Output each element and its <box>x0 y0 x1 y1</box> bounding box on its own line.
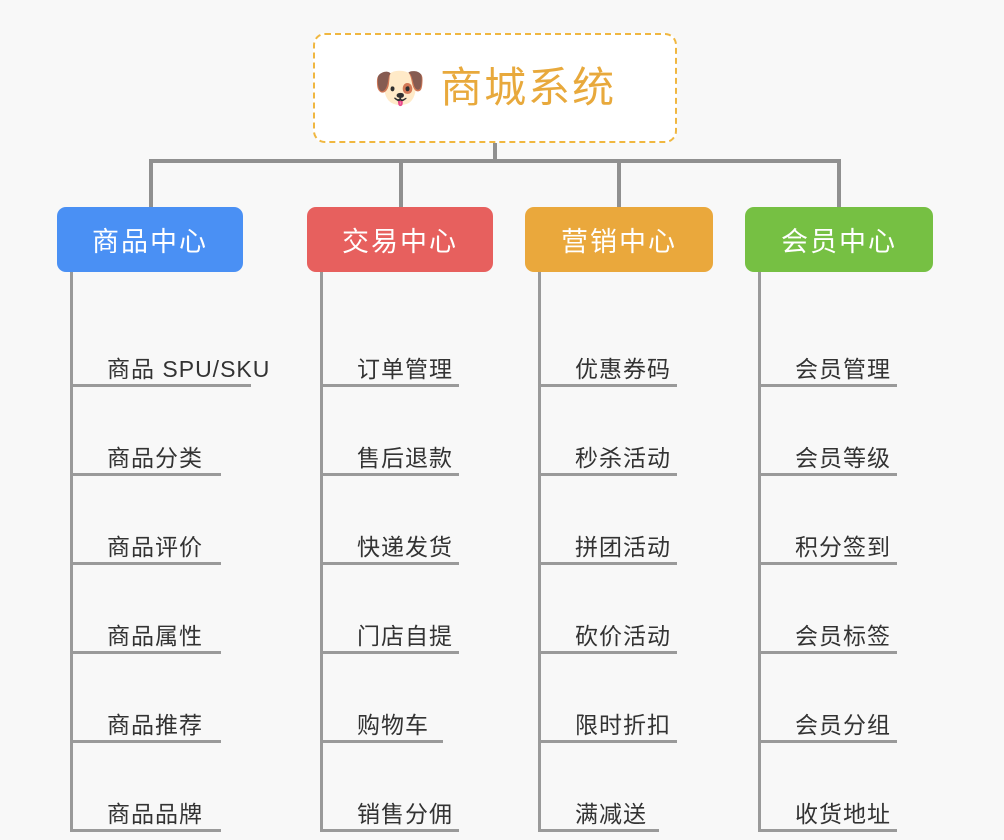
leaf-label: 砍价活动 <box>575 623 671 649</box>
leaf-label: 收货地址 <box>795 801 891 827</box>
leaf-underline <box>761 473 897 476</box>
leaf-underline <box>541 562 677 565</box>
connector-horizontal-bus <box>149 159 841 163</box>
leaf-item[interactable]: 商品分类 <box>73 387 287 476</box>
category-node-4[interactable]: 会员中心 <box>745 207 933 272</box>
leaf-underline <box>541 829 659 832</box>
leaf-list-2: 订单管理售后退款快递发货门店自提购物车销售分佣 <box>320 272 507 832</box>
leaf-underline <box>541 740 677 743</box>
category-node-3[interactable]: 营销中心 <box>525 207 713 272</box>
root-title: 商城系统 <box>440 64 617 111</box>
leaf-label: 商品推荐 <box>107 712 203 738</box>
branch-column-3: 营销中心优惠券码秒杀活动拼团活动砍价活动限时折扣满减送 <box>525 207 725 832</box>
leaf-label: 会员分组 <box>795 712 891 738</box>
dog-face-icon: 🐶 <box>373 64 427 111</box>
leaf-item[interactable]: 积分签到 <box>761 476 945 565</box>
leaf-item[interactable]: 砍价活动 <box>541 565 725 654</box>
leaf-item[interactable]: 快递发货 <box>323 476 507 565</box>
leaf-item[interactable]: 会员管理 <box>761 298 945 387</box>
leaf-item[interactable]: 销售分佣 <box>323 743 507 832</box>
leaf-label: 门店自提 <box>357 623 453 649</box>
leaf-underline <box>323 473 459 476</box>
leaf-list-4: 会员管理会员等级积分签到会员标签会员分组收货地址 <box>758 272 945 832</box>
leaf-item[interactable]: 收货地址 <box>761 743 945 832</box>
leaf-item[interactable]: 商品推荐 <box>73 654 287 743</box>
leaf-underline <box>541 473 677 476</box>
leaf-underline <box>73 829 221 832</box>
leaf-underline <box>73 473 221 476</box>
category-label: 商品中心 <box>92 227 208 257</box>
leaf-item[interactable]: 满减送 <box>541 743 725 832</box>
connector-drop-2 <box>399 159 403 207</box>
leaf-underline <box>323 829 459 832</box>
branch-column-1: 商品中心商品 SPU/SKU 商品分类商品评价商品属性商品推荐商品品牌 <box>57 207 287 832</box>
leaf-item[interactable]: 会员标签 <box>761 565 945 654</box>
leaf-item[interactable]: 限时折扣 <box>541 654 725 743</box>
leaf-label: 购物车 <box>357 712 429 738</box>
leaf-item[interactable]: 购物车 <box>323 654 507 743</box>
leaf-label: 商品分类 <box>107 445 203 471</box>
leaf-underline <box>73 562 221 565</box>
leaf-item[interactable]: 秒杀活动 <box>541 387 725 476</box>
leaf-underline <box>73 384 251 387</box>
leaf-label: 商品 SPU/SKU <box>107 356 271 382</box>
leaf-label: 优惠券码 <box>575 356 671 382</box>
leaf-underline <box>323 562 459 565</box>
leaf-item[interactable]: 商品评价 <box>73 476 287 565</box>
leaf-underline <box>541 384 677 387</box>
leaf-underline <box>323 384 459 387</box>
category-node-1[interactable]: 商品中心 <box>57 207 243 272</box>
leaf-underline <box>761 740 897 743</box>
leaf-label: 会员等级 <box>795 445 891 471</box>
branch-column-2: 交易中心订单管理售后退款快递发货门店自提购物车销售分佣 <box>307 207 507 832</box>
leaf-list-1: 商品 SPU/SKU 商品分类商品评价商品属性商品推荐商品品牌 <box>70 272 287 832</box>
leaf-underline <box>73 651 221 654</box>
leaf-label: 会员标签 <box>795 623 891 649</box>
leaf-label: 商品品牌 <box>107 801 203 827</box>
connector-drop-4 <box>837 159 841 207</box>
category-node-2[interactable]: 交易中心 <box>307 207 493 272</box>
root-node[interactable]: 🐶 商城系统 <box>313 33 677 143</box>
leaf-label: 商品评价 <box>107 534 203 560</box>
leaf-label: 销售分佣 <box>357 801 453 827</box>
connector-drop-1 <box>149 159 153 207</box>
category-label: 会员中心 <box>781 227 897 257</box>
leaf-label: 秒杀活动 <box>575 445 671 471</box>
leaf-underline <box>541 651 677 654</box>
category-label: 营销中心 <box>561 227 677 257</box>
connector-root-stem <box>493 143 497 163</box>
leaf-underline <box>323 740 443 743</box>
leaf-label: 快递发货 <box>357 534 453 560</box>
leaf-item[interactable]: 门店自提 <box>323 565 507 654</box>
category-label: 交易中心 <box>342 227 458 257</box>
leaf-item[interactable]: 售后退款 <box>323 387 507 476</box>
leaf-underline <box>761 384 897 387</box>
leaf-label: 售后退款 <box>357 445 453 471</box>
leaf-underline <box>761 829 897 832</box>
leaf-item[interactable]: 商品属性 <box>73 565 287 654</box>
leaf-underline <box>761 562 897 565</box>
leaf-label: 满减送 <box>575 801 647 827</box>
leaf-label: 拼团活动 <box>575 534 671 560</box>
leaf-item[interactable]: 订单管理 <box>323 298 507 387</box>
leaf-underline <box>73 740 221 743</box>
leaf-item[interactable]: 拼团活动 <box>541 476 725 565</box>
leaf-underline <box>323 651 459 654</box>
connector-drop-3 <box>617 159 621 207</box>
leaf-list-3: 优惠券码秒杀活动拼团活动砍价活动限时折扣满减送 <box>538 272 725 832</box>
leaf-label: 会员管理 <box>795 356 891 382</box>
leaf-item[interactable]: 会员分组 <box>761 654 945 743</box>
leaf-item[interactable]: 会员等级 <box>761 387 945 476</box>
leaf-label: 订单管理 <box>357 356 453 382</box>
leaf-label: 限时折扣 <box>575 712 671 738</box>
leaf-item[interactable]: 优惠券码 <box>541 298 725 387</box>
leaf-underline <box>761 651 897 654</box>
leaf-label: 积分签到 <box>795 534 891 560</box>
leaf-item[interactable]: 商品品牌 <box>73 743 287 832</box>
leaf-label: 商品属性 <box>107 623 203 649</box>
branch-column-4: 会员中心会员管理会员等级积分签到会员标签会员分组收货地址 <box>745 207 945 832</box>
leaf-item[interactable]: 商品 SPU/SKU <box>73 298 287 387</box>
